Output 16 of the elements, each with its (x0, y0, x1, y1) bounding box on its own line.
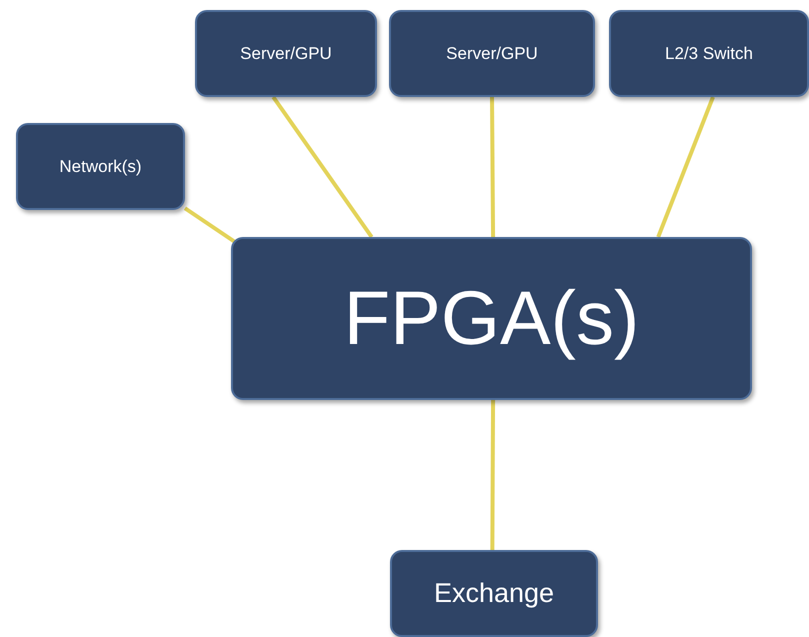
node-label: Network(s) (59, 156, 142, 176)
node-box (390, 550, 598, 637)
main-box (231, 237, 752, 400)
node-label: FPGA(s) (344, 275, 640, 362)
node-label: L2/3 Switch (665, 44, 753, 64)
connector-line (490, 400, 496, 550)
connector-line (272, 96, 374, 238)
connector-line (656, 96, 715, 238)
node-box (389, 10, 595, 97)
node-box (195, 10, 377, 97)
node-label: Exchange (434, 578, 554, 609)
node-label: Server/GPU (240, 44, 332, 64)
node-box (609, 10, 809, 97)
node-box (16, 123, 185, 210)
connector-line (490, 96, 496, 238)
node-label: Server/GPU (446, 44, 538, 64)
